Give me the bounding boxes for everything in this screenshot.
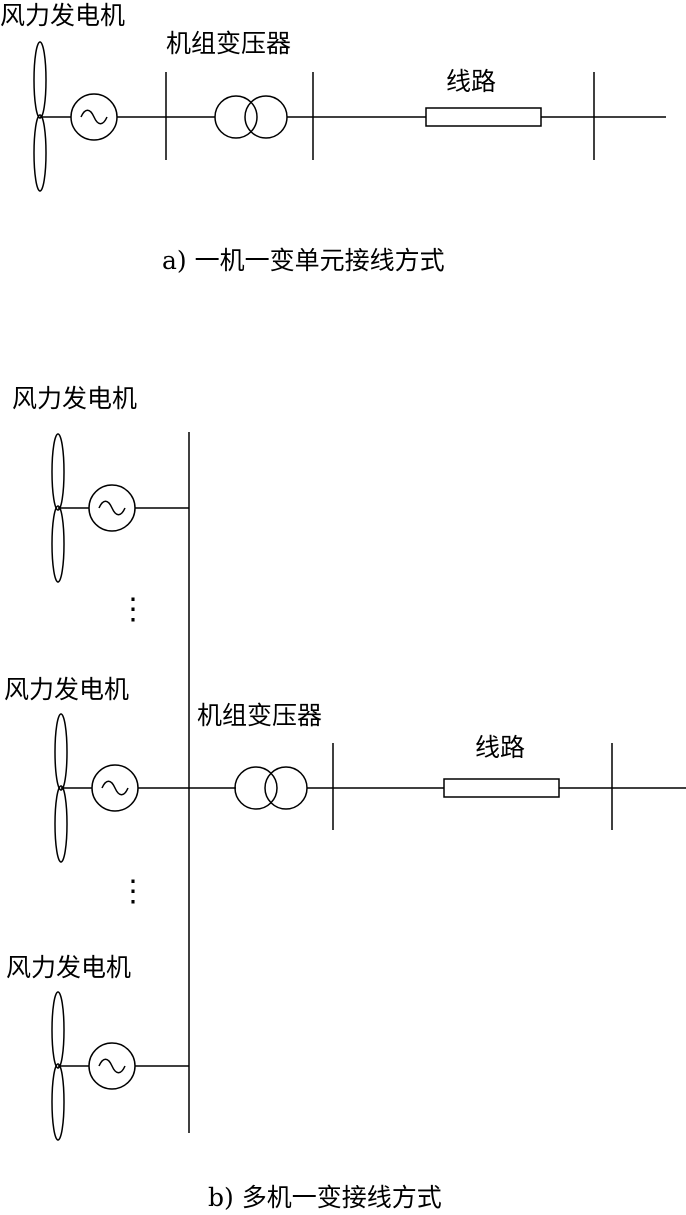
caption-a: a) 一机一变单元接线方式 <box>162 246 445 275</box>
transformer-winding-2 <box>264 766 308 810</box>
generator-label: 风力发电机 <box>6 953 132 982</box>
turbine-blade-lower <box>51 505 65 583</box>
line-impedance <box>425 107 542 127</box>
line-label: 线路 <box>446 67 497 96</box>
generator-tilde <box>80 109 108 125</box>
diagram-a <box>33 41 666 192</box>
diagram-b <box>51 432 686 1141</box>
turbine-blade-lower <box>51 1063 65 1141</box>
transformer-label: 机组变压器 <box>166 29 292 58</box>
line-impedance <box>443 778 560 798</box>
turbine-blade-lower <box>54 785 68 863</box>
generator-tilde <box>101 780 129 796</box>
transformer-winding-2 <box>244 95 288 139</box>
generator-tilde <box>98 500 126 516</box>
turbine-blade-upper <box>54 713 68 791</box>
transformer-winding-1 <box>234 766 278 810</box>
line-label: 线路 <box>475 733 526 762</box>
ellipsis-mark: ⋮ <box>118 874 148 909</box>
turbine-blade-upper <box>51 433 65 511</box>
turbine-blade-upper <box>51 991 65 1069</box>
transformer-winding-1 <box>214 95 258 139</box>
turbine-blade-upper <box>33 41 47 119</box>
turbine-blade-lower <box>33 114 47 192</box>
generator-label: 风力发电机 <box>12 384 138 413</box>
caption-b: b) 多机一变接线方式 <box>208 1183 442 1212</box>
transformer-label: 机组变压器 <box>197 701 323 730</box>
generator-label: 风力发电机 <box>0 1 126 30</box>
generator-tilde <box>98 1058 126 1074</box>
ellipsis-mark: ⋮ <box>118 592 148 627</box>
generator-label: 风力发电机 <box>4 675 130 704</box>
